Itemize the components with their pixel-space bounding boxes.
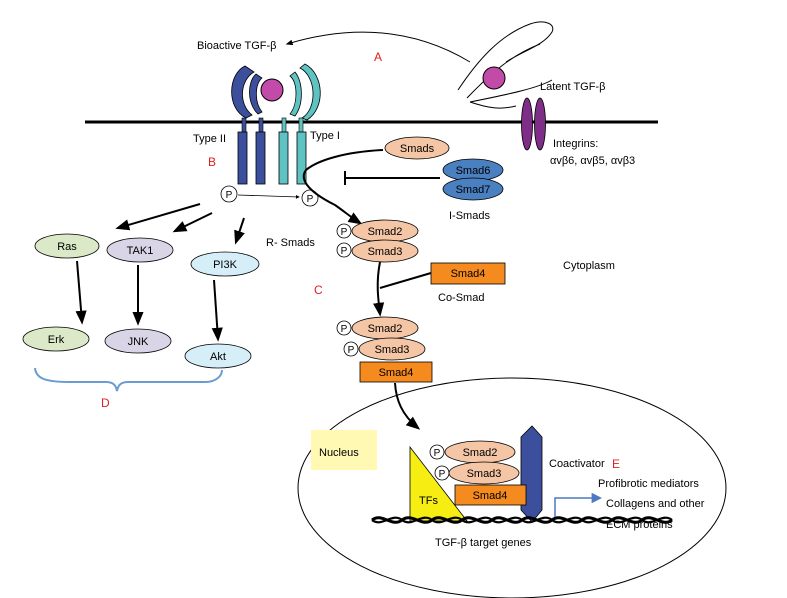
complex-formation-arrow	[373, 261, 385, 317]
cytoplasm-label: Cytoplasm	[563, 260, 615, 272]
smad4-join-line	[379, 272, 432, 289]
ras-node	[34, 233, 100, 259]
arrow-ras-to-erk	[75, 260, 87, 325]
coactivator-shape	[520, 425, 543, 523]
smad3-phosphate-label: P	[341, 246, 348, 257]
receptor-phosphate-1-label: P	[226, 190, 233, 201]
complex-smad2-phosphate	[336, 320, 352, 336]
erk-node	[22, 326, 90, 352]
section-marker-c: C	[314, 283, 323, 297]
r-smads-label: R- Smads	[266, 237, 315, 249]
dna-strand	[371, 516, 673, 524]
nucleus-label: Nucleus	[319, 447, 359, 459]
nuclear-smad2-phosphate-label: P	[434, 448, 441, 459]
transcription-output-arrow	[554, 492, 603, 517]
bioactive-tgfb-label: Bioactive TGF-β	[197, 40, 276, 52]
output-collagens: Collagens and other	[606, 498, 705, 510]
complex-smad3-phosphate-label: P	[348, 345, 355, 356]
target-genes-label: TGF-β target genes	[435, 537, 532, 549]
pi3k-label: PI3K	[213, 259, 238, 271]
smad-recruitment-arrow	[302, 149, 384, 225]
integrins-title: Integrins:	[553, 138, 598, 150]
phosphorylation-arrow	[237, 194, 300, 199]
arrow-pi3k-to-akt	[211, 279, 223, 342]
tfs-shape	[409, 445, 468, 522]
tgfb-ligand	[260, 78, 284, 102]
tfs-label: TFs	[419, 495, 438, 507]
smad3-node	[351, 239, 419, 263]
nuclear-smad3-node	[448, 461, 520, 485]
ras-label: Ras	[57, 241, 77, 253]
receptor-phosphate-2-label: P	[307, 194, 314, 205]
nuclear-smad3-label: Smad3	[467, 468, 502, 480]
complex-smad3-phosphate	[343, 341, 359, 357]
complex-smad3-node	[358, 337, 426, 361]
smad2-label: Smad2	[368, 226, 403, 238]
smad2-phosphate-label: P	[341, 227, 348, 238]
jnk-label: JNK	[128, 336, 149, 348]
pi3k-node	[190, 251, 260, 277]
type-ii-label: Type II	[193, 133, 226, 145]
coactivator-label: Coactivator	[549, 458, 605, 470]
co-smad-label: Co-Smad	[438, 292, 484, 304]
latent-tgfb-label: Latent TGF-β	[540, 81, 605, 93]
output-profibrotic-mediators: Profibrotic mediators	[598, 478, 699, 490]
tak1-label: TAK1	[127, 245, 154, 257]
integrin-receptor	[521, 97, 546, 151]
complex-smad4-label: Smad4	[379, 367, 414, 379]
brace-d	[34, 367, 223, 392]
receptor-phosphate-2	[301, 189, 319, 207]
arrow-to-ras	[115, 203, 201, 231]
nuclear-smad4-node	[454, 484, 527, 506]
smad6-label: Smad6	[456, 165, 491, 177]
tak1-node	[106, 237, 174, 263]
tgfb-receptor-complex	[231, 63, 321, 185]
type-i-label: Type I	[310, 130, 340, 142]
nuclear-smad4-label: Smad4	[473, 490, 508, 502]
latent-tgfb-cell	[457, 21, 554, 109]
arrow-to-tak1	[172, 212, 213, 233]
section-marker-a: A	[374, 50, 382, 64]
complex-smad4-node	[359, 361, 433, 383]
arrow-to-pi3k	[234, 217, 245, 245]
smad7-node	[442, 177, 504, 201]
nucleus	[297, 377, 727, 598]
nuclear-smad3-phosphate-label: P	[439, 469, 446, 480]
erk-label: Erk	[48, 334, 65, 346]
nuclear-smad2-label: Smad2	[463, 447, 498, 459]
nucleus-label-box	[311, 430, 377, 470]
nuclear-smad2-phosphate	[429, 444, 445, 460]
smads-node	[384, 136, 450, 160]
akt-label: Akt	[210, 351, 226, 363]
akt-node	[184, 343, 252, 369]
i-smads-label: I-Smads	[449, 210, 490, 222]
smads-label: Smads	[400, 143, 435, 155]
smad3-phosphate	[336, 242, 352, 258]
smad2-phosphate	[336, 223, 352, 239]
smad4-co-smad-label: Smad4	[451, 268, 486, 280]
complex-smad2-phosphate-label: P	[341, 324, 348, 335]
integrins-list: αvβ6, αvβ5, αvβ3	[550, 155, 635, 167]
activation-arrow	[285, 31, 471, 63]
section-marker-b: B	[208, 155, 216, 169]
section-marker-e: E	[612, 457, 620, 471]
nuclear-translocation-arrow	[394, 382, 421, 430]
smad7-label: Smad7	[456, 184, 491, 196]
complex-smad2-label: Smad2	[368, 323, 403, 335]
complex-smad3-label: Smad3	[375, 344, 410, 356]
output-ecm-proteins: ECM proteins	[606, 519, 673, 531]
jnk-node	[104, 328, 172, 354]
smad3-label: Smad3	[368, 246, 403, 258]
section-marker-d: D	[101, 396, 110, 410]
receptor-phosphate-1	[220, 185, 238, 203]
